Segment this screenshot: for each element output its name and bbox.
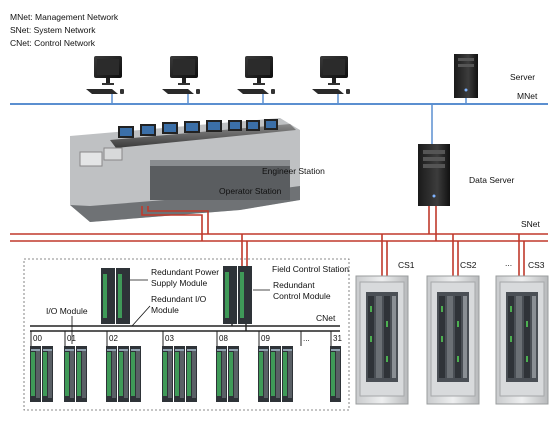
io-slot-label: 08 <box>219 334 228 343</box>
io-slot-label: 00 <box>33 334 42 343</box>
io-module-icon <box>130 346 141 402</box>
legend-snet: SNet: System Network <box>10 25 96 35</box>
cs3-label: CS3 <box>528 260 545 270</box>
mnet-label: MNet <box>517 91 538 101</box>
cs1-label: CS1 <box>398 260 415 270</box>
io-module-icon <box>282 346 293 402</box>
server-label: Server <box>510 72 535 82</box>
io-module-icon <box>186 346 197 402</box>
redundant-io-label-1: Redundant I/O <box>151 294 207 304</box>
data-server-label: Data Server <box>469 175 515 185</box>
cs-ellipsis-label: ... <box>505 258 512 268</box>
workstation-icon <box>312 56 350 94</box>
redundant-io-label-2: Module <box>151 305 179 315</box>
redundant-control-label-2: Control Module <box>273 291 331 301</box>
snet-label: SNet <box>521 219 541 229</box>
redundant-power-supply-module <box>101 268 130 324</box>
io-module-icon <box>118 346 129 402</box>
io-slot-label: 02 <box>109 334 118 343</box>
io-module-icon <box>64 346 75 402</box>
workstation-icon <box>237 56 275 94</box>
server-icon <box>454 54 478 98</box>
legend-mnet: MNet: Management Network <box>10 12 119 22</box>
io-slot-group: 00 01 02 03 08 09... 31 <box>30 331 342 402</box>
io-module-icon <box>30 346 41 402</box>
io-slot-label: ... <box>303 334 310 343</box>
data-server-icon <box>418 144 450 206</box>
io-slot-label: 09 <box>261 334 270 343</box>
io-module-icon <box>216 346 227 402</box>
io-module-icon <box>106 346 117 402</box>
cnet-label: CNet <box>316 313 336 323</box>
io-module-icon <box>270 346 281 402</box>
field-control-station-label: Field Control Station <box>272 264 349 274</box>
workstation-icon <box>86 56 124 94</box>
cabinet-icon <box>496 276 548 404</box>
io-module-icon <box>76 346 87 402</box>
cabinet-icon <box>356 276 408 404</box>
redundant-control-label-1: Redundant <box>273 280 315 290</box>
io-slot-label: 01 <box>67 334 76 343</box>
redundant-power-label-1: Redundant Power <box>151 267 219 277</box>
workstation-icon <box>162 56 200 94</box>
io-module-icon <box>162 346 173 402</box>
cs2-label: CS2 <box>460 260 477 270</box>
cnet-bus <box>30 324 340 331</box>
engineer-station-label: Engineer Station <box>262 166 325 176</box>
cabinet-icon <box>427 276 479 404</box>
io-module-icon <box>42 346 53 402</box>
io-module-icon <box>174 346 185 402</box>
io-module-icon <box>258 346 269 402</box>
redundant-power-label-2: Supply Module <box>151 278 208 288</box>
redundant-control-module <box>223 266 252 324</box>
io-module-label: I/O Module <box>46 306 88 316</box>
io-module-icon <box>330 346 341 402</box>
legend-cnet: CNet: Control Network <box>10 38 96 48</box>
io-slot-label: 03 <box>165 334 174 343</box>
io-module-icon <box>228 346 239 402</box>
io-slot-label: 31 <box>333 334 342 343</box>
operator-station-label: Operator Station <box>219 186 282 196</box>
